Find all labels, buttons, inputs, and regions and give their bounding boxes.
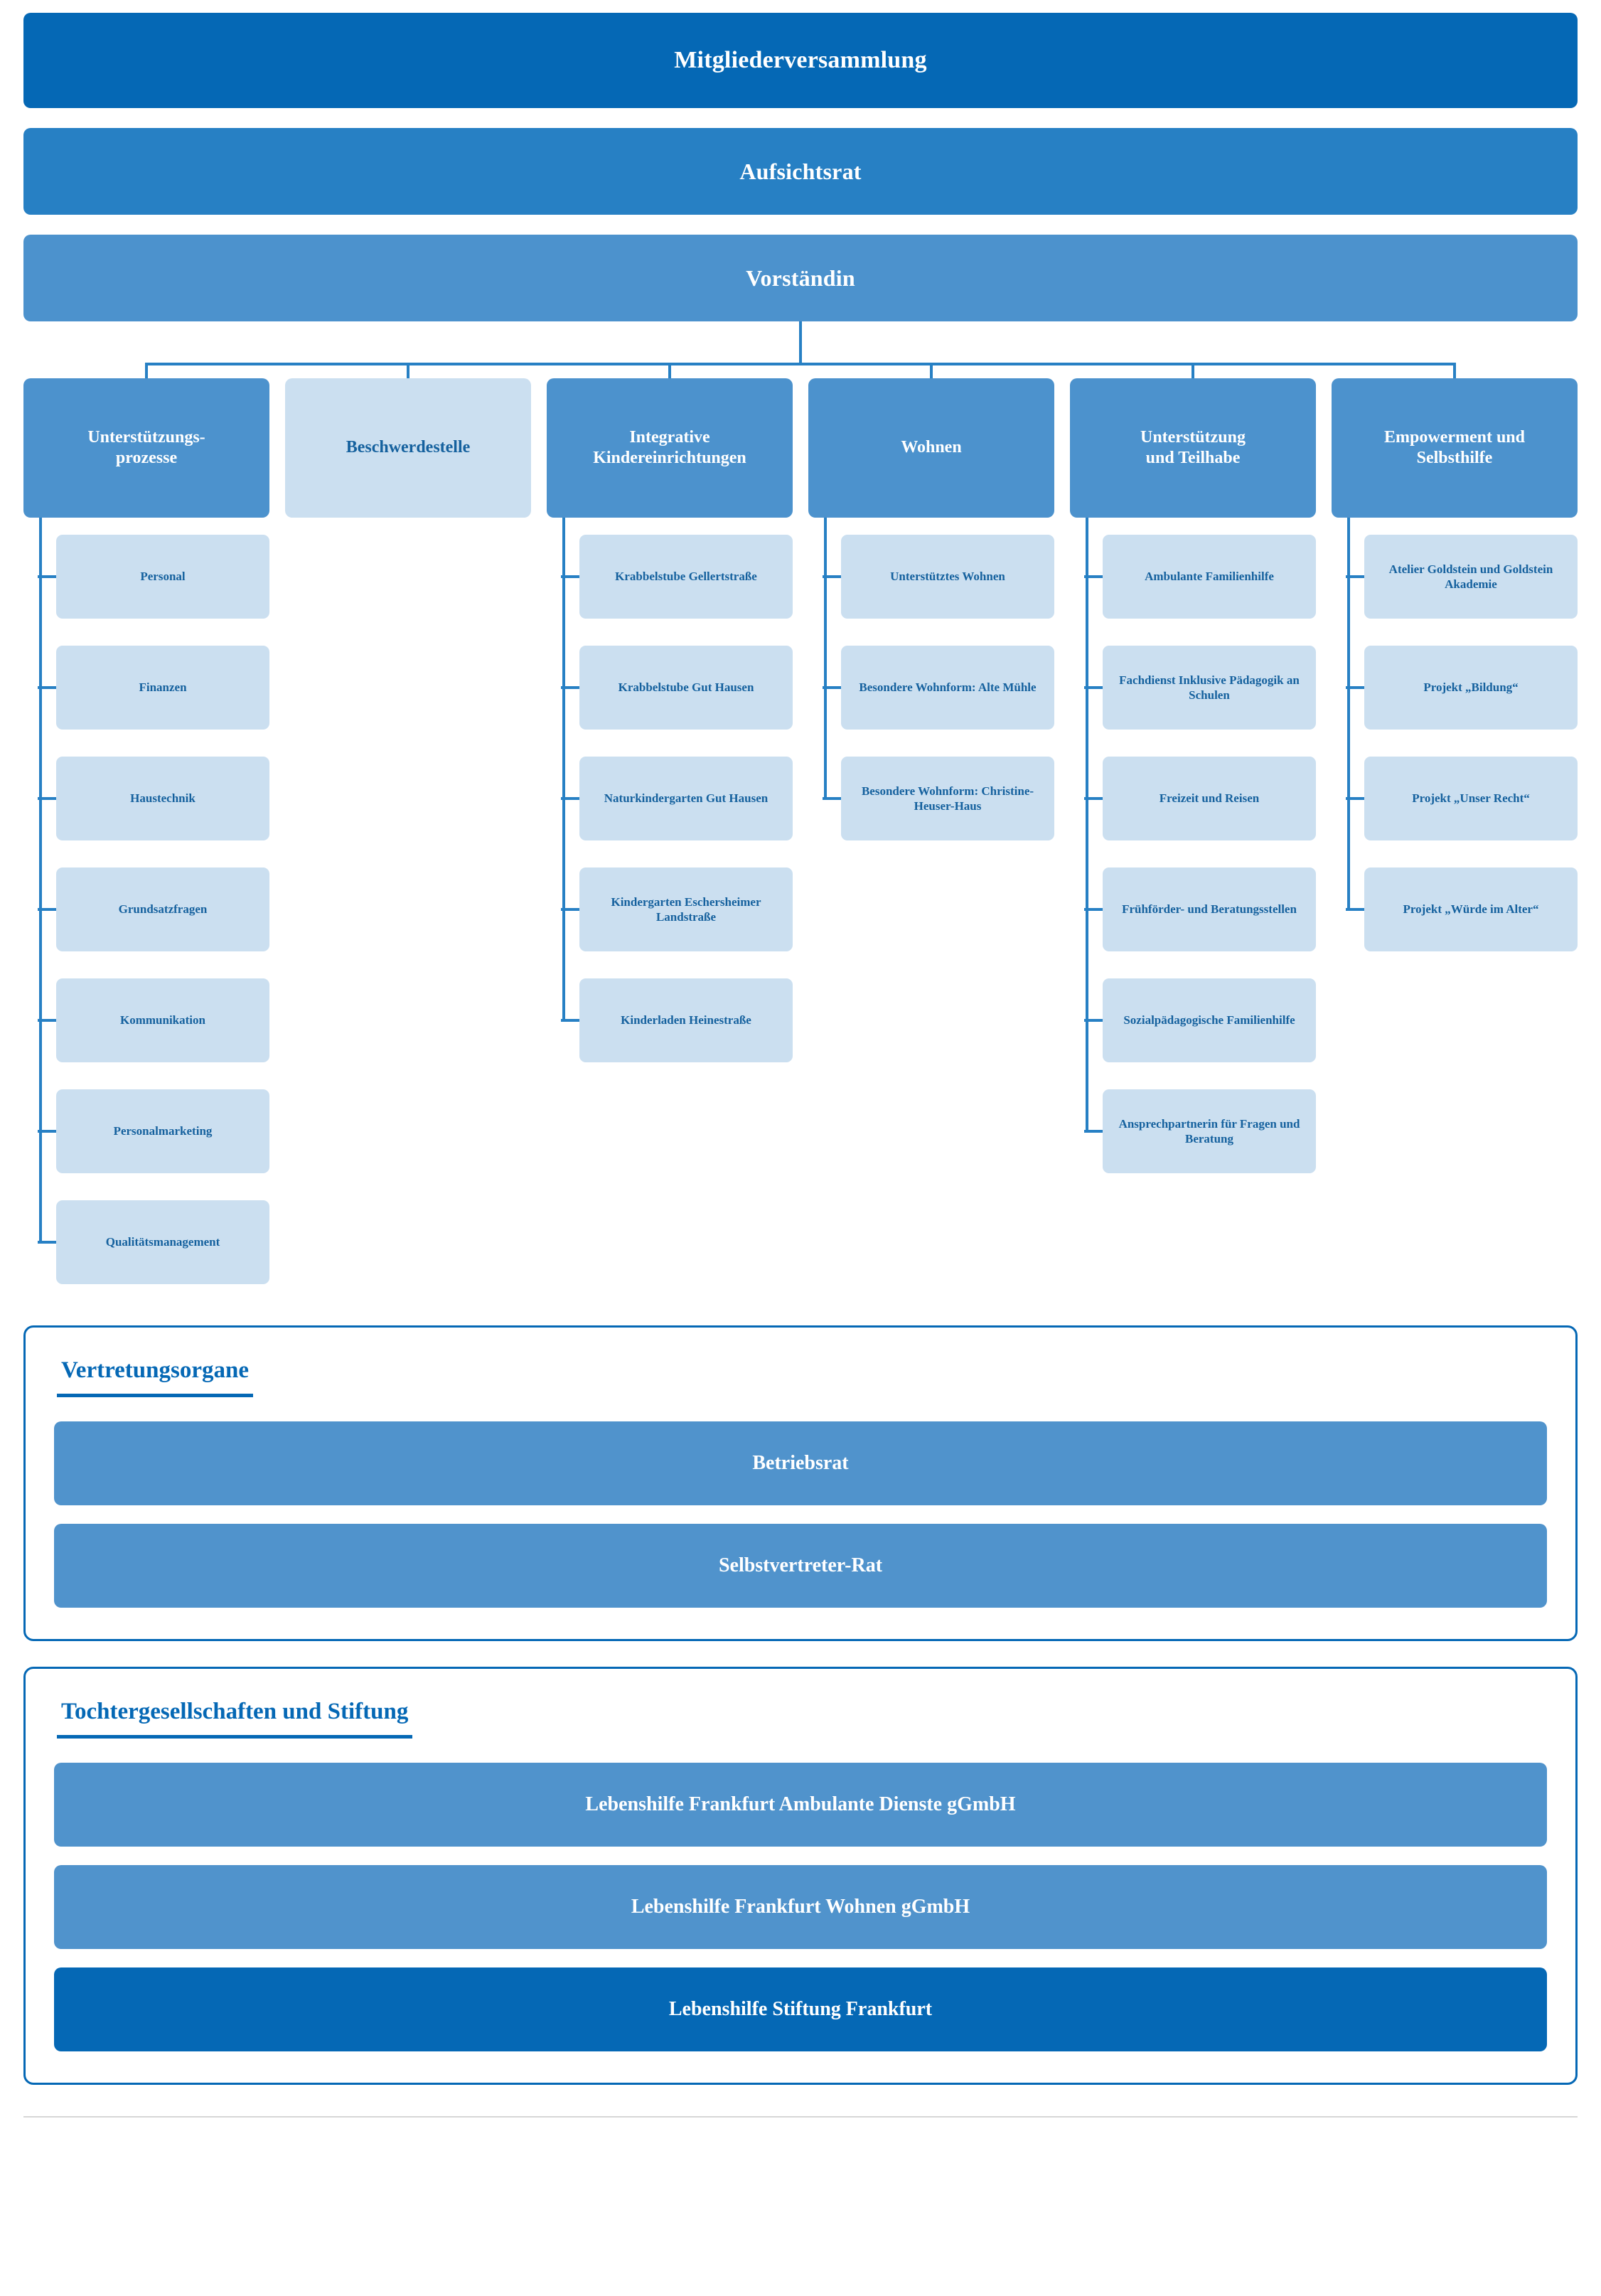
connector-drop-3 <box>930 363 933 381</box>
department-child-finanzen[interactable]: Finanzen <box>38 646 269 730</box>
department-header-unterstuetzungs-prozesse[interactable]: Unterstützungs-prozesse <box>23 378 269 518</box>
connector-drop-1 <box>407 363 409 381</box>
department-child-kindergarten-eschersheimer-landstrasse[interactable]: Kindergarten Eschersheimer Landstraße <box>561 867 793 951</box>
department-child-haustechnik[interactable]: Haustechnik <box>38 757 269 840</box>
panel-item-lebenshilfe-frankfurt-wohnen-ggmbh[interactable]: Lebenshilfe Frankfurt Wohnen gGmbH <box>54 1865 1547 1949</box>
department-child-atelier-goldstein-und-goldstein-akademie[interactable]: Atelier Goldstein und Goldstein Akademie <box>1346 535 1578 619</box>
footer-divider <box>23 2116 1578 2118</box>
panel-tochtergesellschaften: Tochtergesellschaften und Stiftung Leben… <box>23 1667 1578 2085</box>
connector-stem <box>799 321 802 365</box>
department-child-ansprechpartnerin-fuer-fragen-und-beratung[interactable]: Ansprechpartnerin für Fragen und Beratun… <box>1084 1089 1316 1173</box>
department-child-fruehfoerder-und-beratungsstellen[interactable]: Frühförder- und Beratungsstellen <box>1084 867 1316 951</box>
department-child-freizeit-und-reisen[interactable]: Freizeit und Reisen <box>1084 757 1316 840</box>
panel-item-selbstvertreter-rat[interactable]: Selbstvertreter-Rat <box>54 1524 1547 1608</box>
department-child-naturkindergarten-gut-hausen[interactable]: Naturkindergarten Gut Hausen <box>561 757 793 840</box>
department-child-unterstuetztes-wohnen[interactable]: Unterstütztes Wohnen <box>823 535 1054 619</box>
department-child-projekt-unser-recht[interactable]: Projekt „Unser Recht“ <box>1346 757 1578 840</box>
department-child-sozialpaedagogische-familienhilfe[interactable]: Sozialpädagogische Familienhilfe <box>1084 978 1316 1062</box>
department-header-wohnen[interactable]: Wohnen <box>808 378 1054 518</box>
connector-bus <box>23 321 1578 381</box>
connector-spine <box>39 518 42 1244</box>
connector-drop-2 <box>668 363 671 381</box>
department-child-fachdienst-inklusive-paedagogik-an-schulen[interactable]: Fachdienst Inklusive Pädagogik an Schule… <box>1084 646 1316 730</box>
department-children: Atelier Goldstein und Goldstein Akademie… <box>1332 518 1578 951</box>
panel-item-betriebsrat[interactable]: Betriebsrat <box>54 1421 1547 1505</box>
department-header-beschwerdestelle[interactable]: Beschwerdestelle <box>285 378 531 518</box>
department-child-grundsatzfragen[interactable]: Grundsatzfragen <box>38 867 269 951</box>
connector-rail <box>146 363 1455 365</box>
connector-spine <box>1086 518 1088 1133</box>
department-child-besondere-wohnform-christine-heuser-haus[interactable]: Besondere Wohnform: Christine-Heuser-Hau… <box>823 757 1054 840</box>
department-child-krabbelstube-gut-hausen[interactable]: Krabbelstube Gut Hausen <box>561 646 793 730</box>
node-vorstaendin[interactable]: Vorständin <box>23 235 1578 321</box>
connector-spine <box>1347 518 1350 911</box>
department-child-projekt-wuerde-im-alter[interactable]: Projekt „Würde im Alter“ <box>1346 867 1578 951</box>
department-child-projekt-bildung[interactable]: Projekt „Bildung“ <box>1346 646 1578 730</box>
connector-spine <box>824 518 827 800</box>
panel-title-vertretungsorgane: Vertretungsorgane <box>57 1357 253 1397</box>
department-child-ambulante-familienhilfe[interactable]: Ambulante Familienhilfe <box>1084 535 1316 619</box>
department-child-personalmarketing[interactable]: Personalmarketing <box>38 1089 269 1173</box>
top-hierarchy: Mitgliederversammlung Aufsichtsrat Vorst… <box>16 13 1585 321</box>
department-child-qualitaetsmanagement[interactable]: Qualitätsmanagement <box>38 1200 269 1284</box>
department-child-kommunikation[interactable]: Kommunikation <box>38 978 269 1062</box>
connector-drop-5 <box>1453 363 1456 381</box>
department-child-besondere-wohnform-alte-muehle[interactable]: Besondere Wohnform: Alte Mühle <box>823 646 1054 730</box>
department-column-beschwerdestelle: Beschwerdestelle <box>285 378 531 518</box>
department-child-personal[interactable]: Personal <box>38 535 269 619</box>
connector-spine <box>562 518 565 1022</box>
node-aufsichtsrat[interactable]: Aufsichtsrat <box>23 128 1578 215</box>
panel-title-tochtergesellschaften: Tochtergesellschaften und Stiftung <box>57 1699 413 1739</box>
department-child-kinderladen-heinestrasse[interactable]: Kinderladen Heinestraße <box>561 978 793 1062</box>
panel-list-tochtergesellschaften: Lebenshilfe Frankfurt Ambulante Dienste … <box>54 1763 1547 2051</box>
department-child-krabbelstube-gellertstrasse[interactable]: Krabbelstube Gellertstraße <box>561 535 793 619</box>
connector-drop-4 <box>1192 363 1194 381</box>
panel-item-lebenshilfe-frankfurt-ambulante-dienste-ggmbh[interactable]: Lebenshilfe Frankfurt Ambulante Dienste … <box>54 1763 1547 1847</box>
panel-item-lebenshilfe-stiftung-frankfurt[interactable]: Lebenshilfe Stiftung Frankfurt <box>54 1967 1547 2051</box>
connector-drop-0 <box>145 363 148 381</box>
node-mitgliederversammlung[interactable]: Mitgliederversammlung <box>23 13 1578 108</box>
